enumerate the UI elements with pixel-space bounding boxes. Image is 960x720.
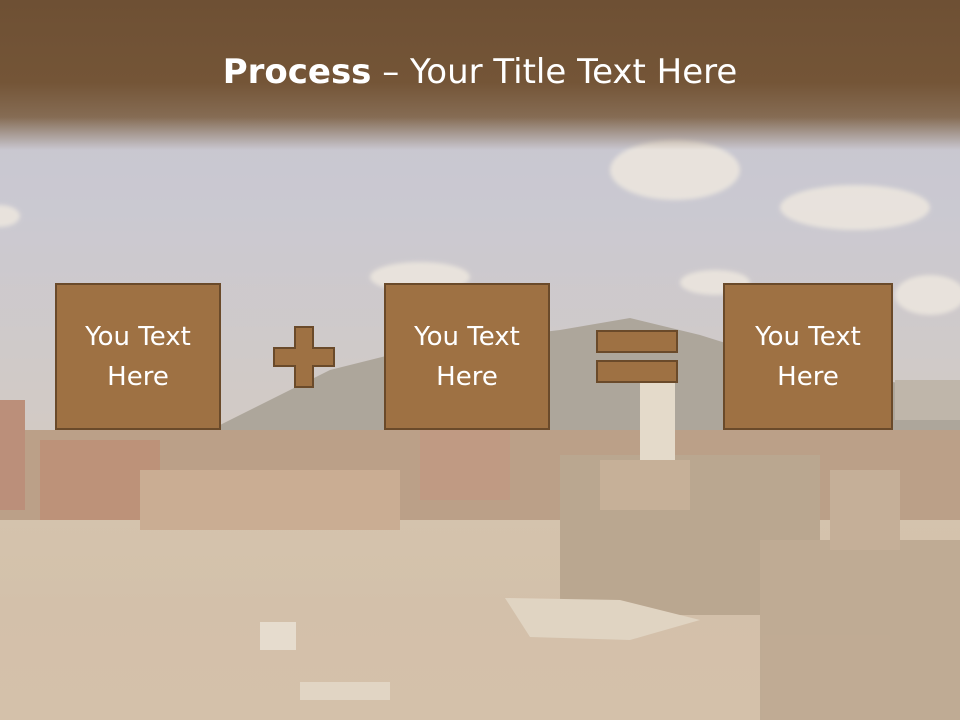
slide-title: Process – Your Title Text Here <box>0 52 960 92</box>
text-box-2-label: You Text Here <box>414 321 520 392</box>
text-box-3-label: You Text Here <box>755 321 861 392</box>
title-bar: Process – Your Title Text Here <box>0 0 960 150</box>
text-box-2[interactable]: You Text Here <box>384 283 550 430</box>
text-box-1[interactable]: You Text Here <box>55 283 221 430</box>
plus-icon <box>273 326 335 388</box>
title-bold: Process <box>222 52 372 92</box>
title-rest: – Your Title Text Here <box>371 52 738 92</box>
text-box-3[interactable]: You Text Here <box>723 283 893 430</box>
equals-icon <box>596 330 678 383</box>
text-box-1-label: You Text Here <box>85 321 191 392</box>
